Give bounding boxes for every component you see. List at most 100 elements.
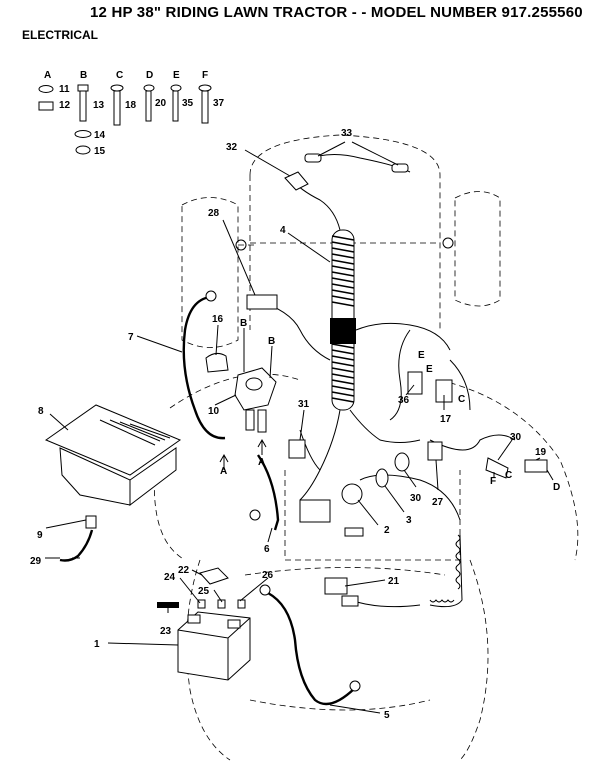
callout-10: 10 xyxy=(208,406,220,417)
callout-17: 17 xyxy=(440,414,452,425)
nut-icon xyxy=(237,599,246,609)
callout-6: 6 xyxy=(264,544,270,555)
callout-21: 21 xyxy=(388,576,400,587)
hex-nut-icon xyxy=(38,101,54,111)
tag-e-lower: E xyxy=(426,364,433,375)
callout-5: 5 xyxy=(384,710,390,721)
wiring-harness-coil xyxy=(330,229,356,411)
switch-terminal-icon xyxy=(257,409,267,433)
tag-e-upper: E xyxy=(418,350,425,361)
tag-b-right: B xyxy=(268,336,275,347)
callout-1: 1 xyxy=(94,639,100,650)
callout-7: 7 xyxy=(128,332,134,343)
callouts: 1 2 3 4 5 6 7 8 9 10 16 17 19 21 22 23 2… xyxy=(30,128,547,721)
hardware-legend: A B C D E F 11 12 13 14 15 18 20 35 37 xyxy=(38,70,225,157)
screw-shank-icon xyxy=(172,90,179,122)
callout-4: 4 xyxy=(280,225,286,236)
callout-25: 25 xyxy=(198,586,210,597)
switch-terminal-icon xyxy=(245,409,255,431)
screw-head-icon xyxy=(143,84,155,92)
battery-post-icon xyxy=(227,619,241,629)
bulb-icon xyxy=(304,153,322,163)
screw-shank-icon xyxy=(145,90,152,122)
callout-30-right: 30 xyxy=(510,432,522,443)
plug-icon xyxy=(341,595,359,607)
battery-post-icon xyxy=(187,614,201,624)
battery-cables xyxy=(182,295,463,706)
harness-wires xyxy=(254,154,516,608)
legend-part-15: 15 xyxy=(94,146,106,157)
callout-8: 8 xyxy=(38,406,44,417)
bracket-icon xyxy=(205,352,229,373)
switch-knob-icon xyxy=(245,377,263,391)
interlock-switch-icon xyxy=(427,441,443,461)
washer-icon xyxy=(74,130,92,138)
tag-a-left: A xyxy=(220,466,227,477)
nut-icon xyxy=(197,599,206,609)
bolt-head-icon xyxy=(77,84,89,92)
ring-terminal-icon xyxy=(205,290,217,302)
callout-9: 9 xyxy=(37,530,43,541)
callout-22: 22 xyxy=(178,565,190,576)
nut-icon xyxy=(38,85,54,93)
legend-part-37: 37 xyxy=(213,98,225,109)
legend-part-12: 12 xyxy=(59,100,71,111)
callout-32: 32 xyxy=(226,142,238,153)
ring-terminal-icon xyxy=(349,680,361,692)
bracket-icon xyxy=(407,371,423,395)
screw-shank-icon xyxy=(201,90,209,124)
nut-icon xyxy=(217,599,226,609)
spacer-icon xyxy=(375,468,389,488)
seat-switch-icon xyxy=(288,439,306,459)
leader-lines xyxy=(45,141,541,714)
terminal-cover-icon xyxy=(199,567,229,585)
callout-19: 19 xyxy=(535,447,547,458)
callout-26: 26 xyxy=(262,570,274,581)
lock-nut-icon xyxy=(75,145,91,155)
callout-30-left: 30 xyxy=(410,493,422,504)
screw-head-icon xyxy=(170,84,182,92)
connector-icon xyxy=(284,171,309,191)
tag-b-upper: B xyxy=(240,318,247,329)
bolt-shank-icon xyxy=(79,90,87,122)
callout-27: 27 xyxy=(432,497,444,508)
callout-31: 31 xyxy=(298,399,310,410)
legend-letter-d: D xyxy=(146,70,153,81)
bulb-icon xyxy=(391,163,409,173)
tag-d: D xyxy=(553,482,560,493)
callout-2: 2 xyxy=(384,525,390,536)
legend-part-11: 11 xyxy=(59,84,70,95)
callout-16: 16 xyxy=(212,314,224,325)
legend-part-35: 35 xyxy=(182,98,194,109)
page-title: 12 HP 38" RIDING LAWN TRACTOR - - MODEL … xyxy=(90,4,583,21)
battery-tray-icon xyxy=(44,404,182,476)
legend-letter-a: A xyxy=(44,70,51,81)
solenoid-icon xyxy=(341,483,363,505)
tag-f: F xyxy=(490,476,496,487)
rectifier-icon xyxy=(324,577,348,595)
legend-part-13: 13 xyxy=(93,100,105,111)
ring-terminal-icon xyxy=(249,509,261,521)
tag-c-upper: C xyxy=(458,394,465,405)
starter-icon xyxy=(299,499,331,523)
callout-36: 36 xyxy=(398,395,410,406)
legend-letter-e: E xyxy=(173,70,180,81)
legend-part-14: 14 xyxy=(94,130,106,141)
plug-icon xyxy=(344,527,364,537)
legend-letter-c: C xyxy=(116,70,123,81)
callout-23: 23 xyxy=(160,626,172,637)
callout-28: 28 xyxy=(208,208,220,219)
callout-24: 24 xyxy=(164,572,176,583)
battery-icon xyxy=(177,611,251,681)
letter-tags: A A B B C C E E F D xyxy=(219,318,560,493)
screw-shank-icon xyxy=(113,90,121,126)
clip-icon xyxy=(85,515,97,529)
section-title: ELECTRICAL xyxy=(22,28,98,42)
tray-side-icon xyxy=(59,447,131,506)
switch-icon xyxy=(524,459,548,473)
connector-block-icon xyxy=(246,294,278,310)
tag-c-right: C xyxy=(505,470,512,481)
legend-letter-b: B xyxy=(80,70,87,81)
callout-3: 3 xyxy=(406,515,412,526)
